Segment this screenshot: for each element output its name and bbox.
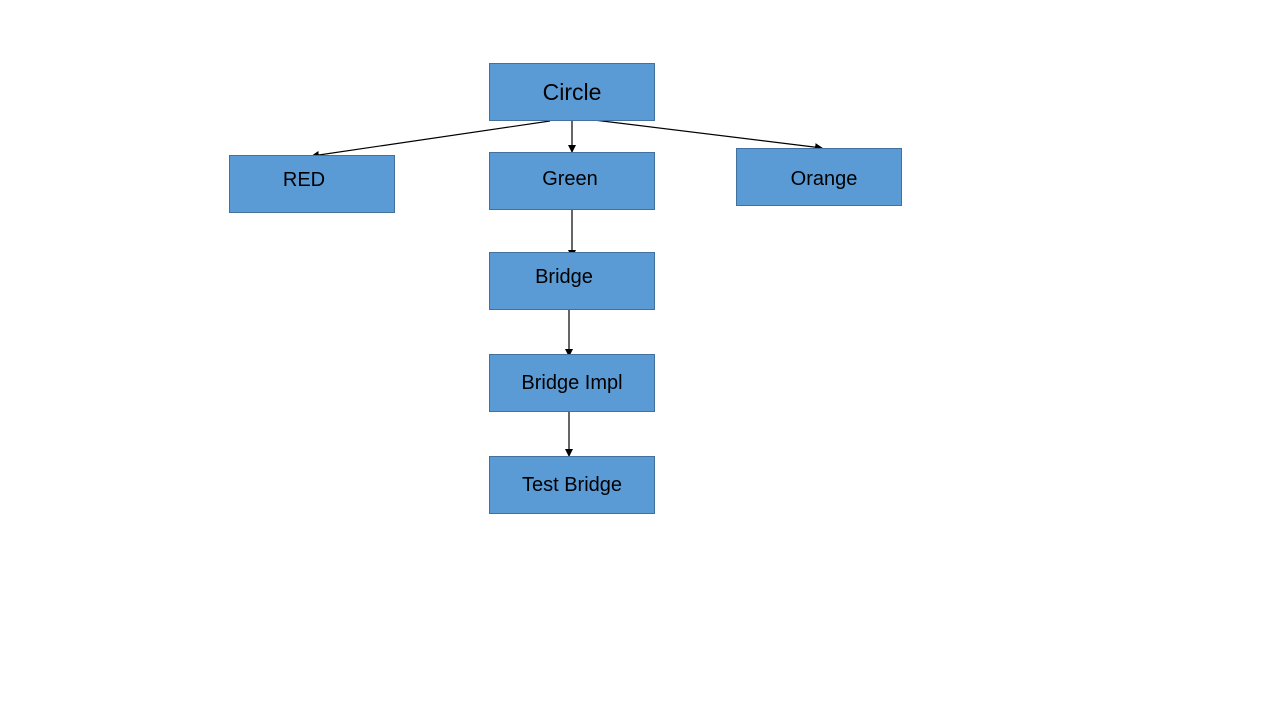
edge-circle-to-red [311,120,551,159]
node-red-label: RED [282,168,326,191]
node-circle-label: Circle [542,78,602,105]
node-green-label: Green [542,167,598,190]
node-green: Green [489,152,655,210]
node-bridge: Bridge [489,252,655,310]
node-orange: Orange [736,148,902,206]
node-bridge-impl-label: Bridge Impl [521,371,623,394]
node-bridge-impl: Bridge Impl [489,354,655,412]
edge-circle-to-orange [593,119,823,152]
node-bridge-label: Bridge [535,265,593,288]
node-orange-label: Orange [790,167,858,190]
node-red: RED [229,155,395,213]
node-test-bridge-label: Test Bridge [521,473,623,496]
node-circle: Circle [489,63,655,121]
node-test-bridge: Test Bridge [489,456,655,514]
